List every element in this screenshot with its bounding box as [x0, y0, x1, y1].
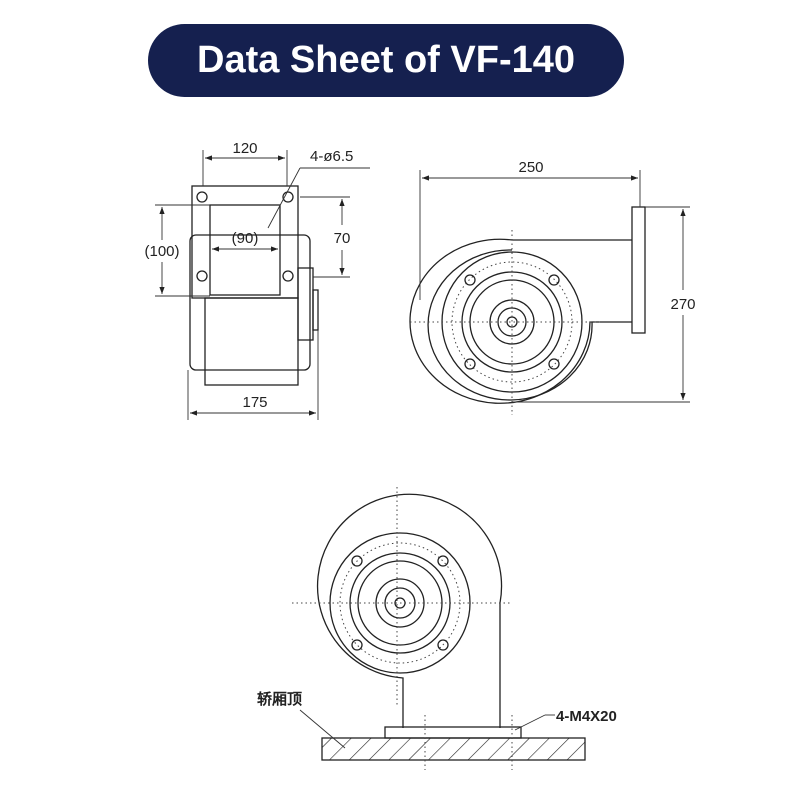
label-screws: 4-M4X20 [556, 708, 617, 725]
label-car-roof: 轿厢顶 [257, 690, 302, 708]
dim-90: (90) [232, 230, 259, 247]
side-view: 120 4-ø6.5 (100) (90) 70 175 [144, 140, 370, 420]
dim-175: 175 [242, 394, 267, 411]
dim-100: (100) [144, 243, 179, 260]
dim-holes: 4-ø6.5 [310, 148, 353, 165]
dim-250: 250 [518, 159, 543, 176]
dim-70: 70 [334, 230, 351, 247]
page-title: Data Sheet of VF-140 [148, 24, 624, 97]
dim-120: 120 [232, 140, 257, 157]
front-view: 250 270 [409, 159, 696, 415]
mount-view: 轿厢顶 4-M4X20 [257, 487, 617, 770]
dim-270: 270 [670, 296, 695, 313]
